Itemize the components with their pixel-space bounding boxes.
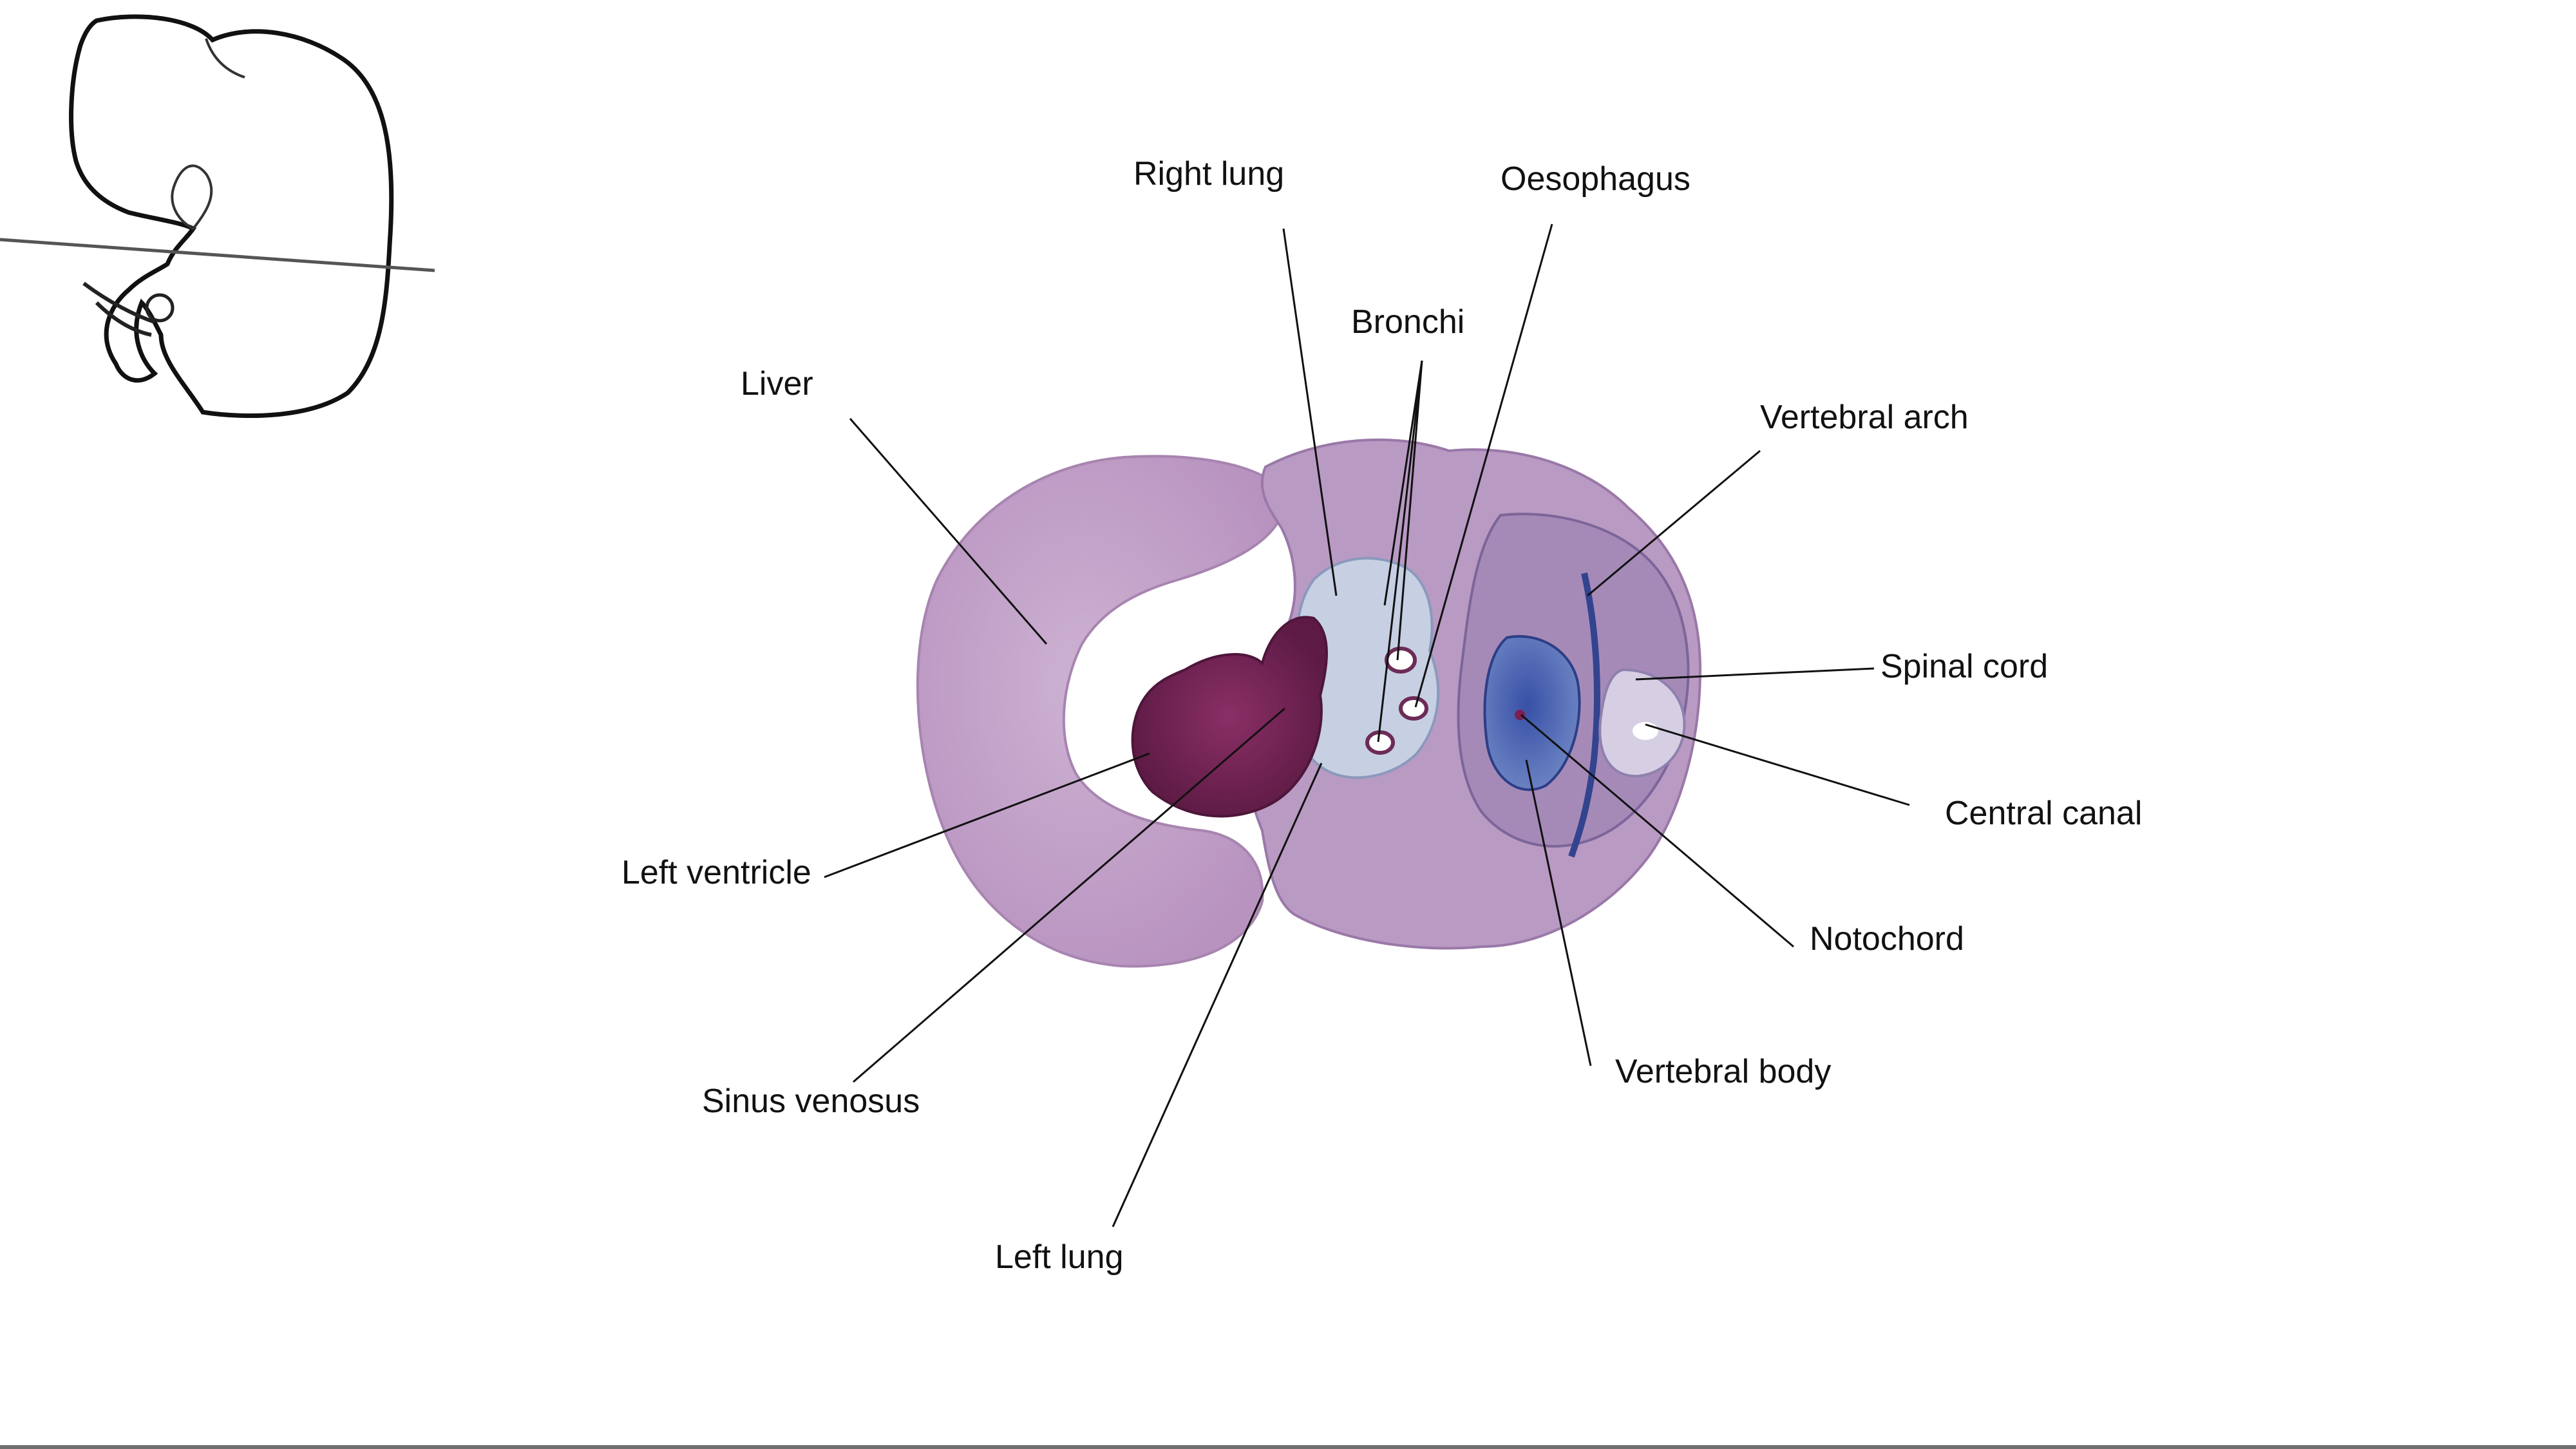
leader-vertebral-body [1525, 759, 1592, 1066]
slide-bottom-border [0, 1445, 2576, 1449]
label-sinus-venosus: Sinus venosus [702, 1083, 920, 1120]
leader-bronchi-3 [1377, 360, 1423, 743]
leader-lines [824, 223, 1910, 1227]
leader-spinal-cord [1635, 667, 1875, 681]
leader-bronchi-2 [1396, 360, 1423, 661]
label-vertebral-body: Vertebral body [1615, 1053, 1832, 1090]
leader-oesophagus [1414, 223, 1553, 708]
orientation-sketch [0, 14, 435, 419]
label-spinal-cord: Spinal cord [1880, 648, 2049, 685]
liver-tissue [916, 455, 1287, 968]
notochord-dot [1515, 710, 1525, 720]
tissue-section [916, 438, 1702, 968]
label-left-lung: Left lung [995, 1238, 1124, 1276]
label-left-ventricle: Left ventricle [621, 854, 811, 891]
leader-central-canal [1645, 723, 1910, 806]
oesophagus-lumen [1399, 696, 1428, 721]
label-oesophagus: Oesophagus [1501, 160, 1690, 198]
leader-liver [849, 418, 1048, 645]
label-vertebral-arch: Vertebral arch [1760, 399, 1969, 436]
label-right-lung: Right lung [1133, 155, 1285, 193]
leader-right-lung [1282, 228, 1338, 596]
embryo-outline [69, 14, 394, 419]
label-liver: Liver [741, 365, 813, 402]
leader-sinus-venosus [853, 707, 1285, 1083]
leader-notochord [1520, 714, 1794, 948]
bronchus-right [1385, 647, 1417, 674]
heart-tissue [1131, 616, 1328, 818]
leader-bronchi-1 [1383, 360, 1423, 606]
bronchus-left [1365, 730, 1395, 755]
label-notochord: Notochord [1810, 920, 1964, 958]
section-line [0, 238, 435, 272]
leader-vertebral-arch [1587, 450, 1761, 597]
cartilage-blue [1483, 635, 1581, 791]
label-central-canal: Central canal [1945, 795, 2143, 832]
leader-left-lung [1112, 762, 1323, 1227]
embryo-eye [145, 293, 175, 323]
embryo-inner-contour [171, 38, 245, 231]
leader-left-ventricle [824, 752, 1150, 878]
label-bronchi: Bronchi [1351, 303, 1465, 341]
embryo-limb-bud [82, 281, 155, 337]
vertebral-stripe [1568, 572, 1600, 858]
